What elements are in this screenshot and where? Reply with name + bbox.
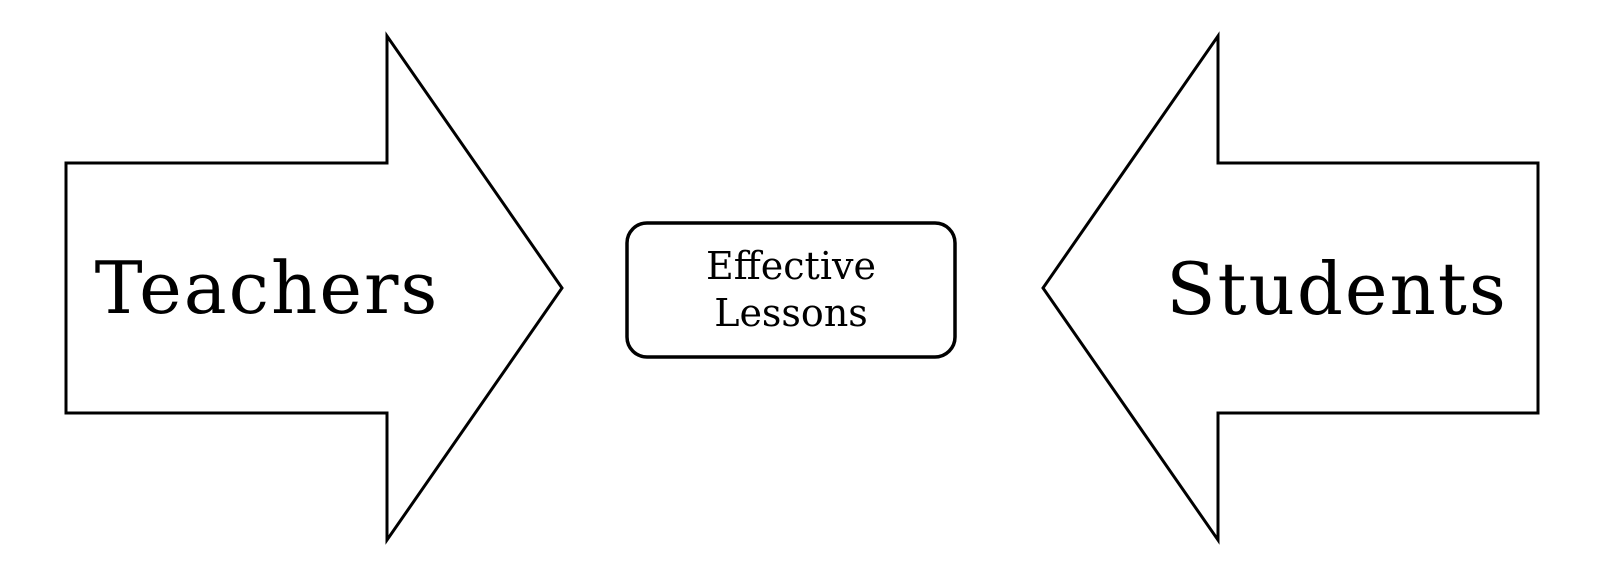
effective-lessons-line2: Lessons bbox=[714, 291, 868, 335]
effective-lessons-box-shape bbox=[625, 221, 957, 359]
effective-lessons-line1: Effective bbox=[706, 243, 876, 288]
students-left-arrow-shape bbox=[1041, 31, 1540, 545]
students-arrow-label: Students bbox=[1166, 247, 1508, 331]
effective-lessons-box-label: Effective Lessons bbox=[706, 243, 876, 337]
teachers-arrow-label: Teachers bbox=[94, 246, 440, 330]
teachers-right-arrow-shape bbox=[64, 31, 564, 545]
